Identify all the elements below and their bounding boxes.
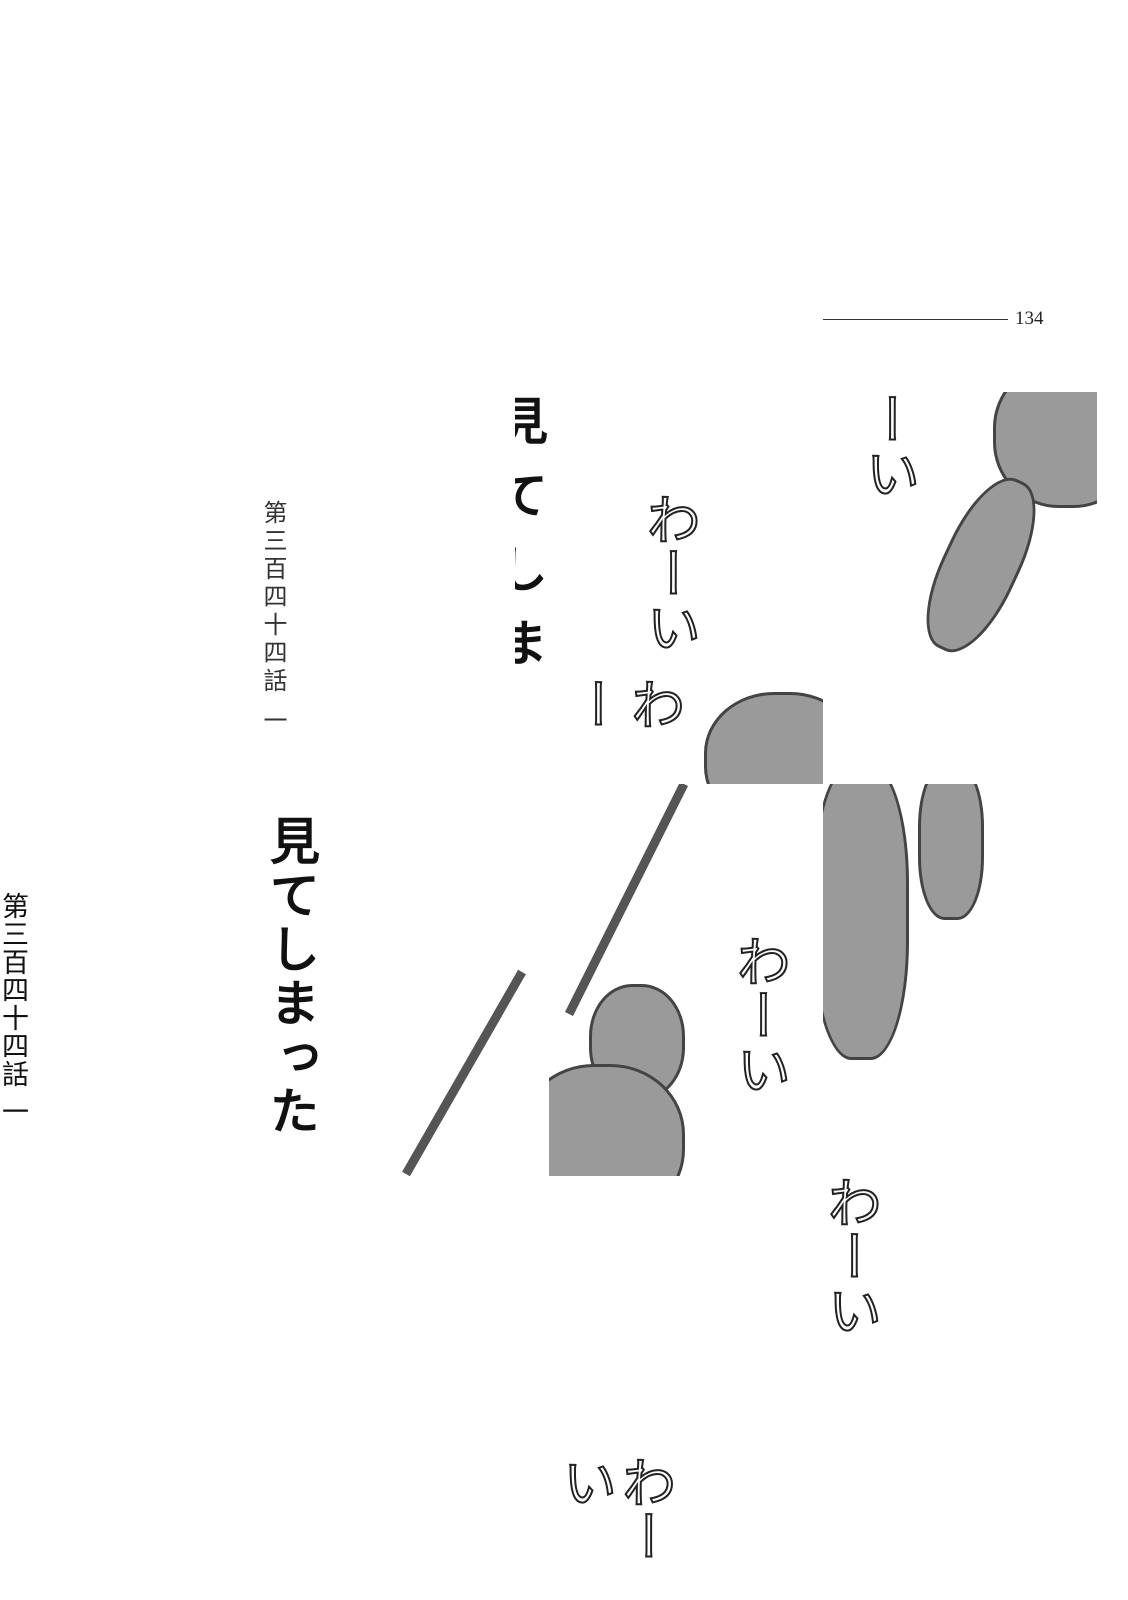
manga-tile-2: ーい xyxy=(823,392,1097,784)
sound-effect: わーい xyxy=(552,1454,676,1564)
chapter-label: 第三百四十四話 一 xyxy=(0,892,28,1126)
sound-effect: ーい xyxy=(855,392,920,501)
sound-effect: わーい xyxy=(817,1174,882,1338)
page-number-rule xyxy=(823,319,1008,320)
dog-leg-illustration xyxy=(823,784,909,1060)
chapter-title: 見てしまった xyxy=(262,815,320,1139)
dog-illustration xyxy=(704,692,823,784)
leash-illustration xyxy=(402,969,526,1177)
dog-leg-illustration xyxy=(918,784,984,920)
manga-tile-1: わーい わー xyxy=(549,392,823,784)
chapter-label-small: 第三百四十四話 一 xyxy=(259,500,287,736)
manga-tile-4 xyxy=(823,784,1097,1176)
sound-effect: わーい xyxy=(636,491,701,655)
leash-illustration xyxy=(564,784,689,1017)
manga-tile-3: わーい xyxy=(549,784,823,1176)
sound-effect: わーい xyxy=(726,933,791,1097)
sound-effect: わー xyxy=(561,676,685,732)
chapter-title-fragment: 見てしまった xyxy=(515,395,548,691)
dog-leg-illustration xyxy=(907,464,1055,666)
page-number: 134 xyxy=(1015,308,1044,329)
